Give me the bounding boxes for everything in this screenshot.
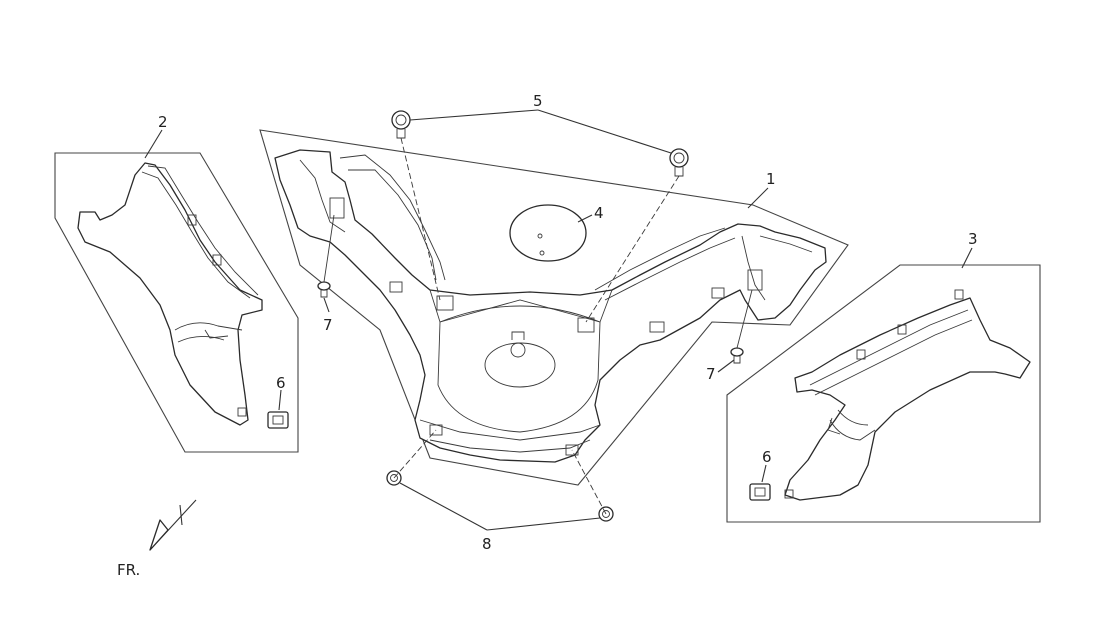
callout-3: 3 [968, 230, 978, 248]
assembly-line-5-right [585, 175, 680, 323]
left-side-cover-part-2 [77, 162, 263, 426]
direction-label: FR. [117, 561, 140, 579]
screw-part-5-right [669, 148, 689, 177]
callout-8: 8 [482, 535, 492, 553]
callout-6-left: 6 [276, 374, 286, 392]
assembly-line-8-left [393, 429, 437, 479]
clip-nut-part-6-right [749, 483, 771, 501]
callout-1: 1 [766, 170, 776, 188]
callout-5: 5 [533, 92, 543, 110]
right-side-cover-part-3 [784, 289, 1031, 501]
callout-7-right: 7 [706, 365, 716, 383]
assembly-line-8-right [571, 449, 607, 515]
cover-disc-part-4 [509, 204, 587, 262]
assembly-line-5-left [400, 137, 441, 301]
leader-lines [144, 109, 973, 531]
assembly-line-7-right [736, 289, 753, 349]
callout-4: 4 [594, 204, 604, 222]
part-3-group-outline [726, 264, 1041, 523]
callout-6-right: 6 [762, 448, 772, 466]
callout-2: 2 [158, 113, 168, 131]
part-2-group-outline [54, 152, 299, 453]
part-1-group-outline [259, 129, 849, 486]
callout-7-left: 7 [323, 316, 333, 334]
screw-part-5-left [391, 110, 411, 139]
handlebar-cover-part-1 [274, 149, 827, 463]
clip-nut-part-6-left [267, 411, 289, 429]
front-direction-arrow [149, 499, 197, 551]
screw-part-7-left [317, 281, 331, 298]
assembly-line-7-left [323, 214, 335, 283]
